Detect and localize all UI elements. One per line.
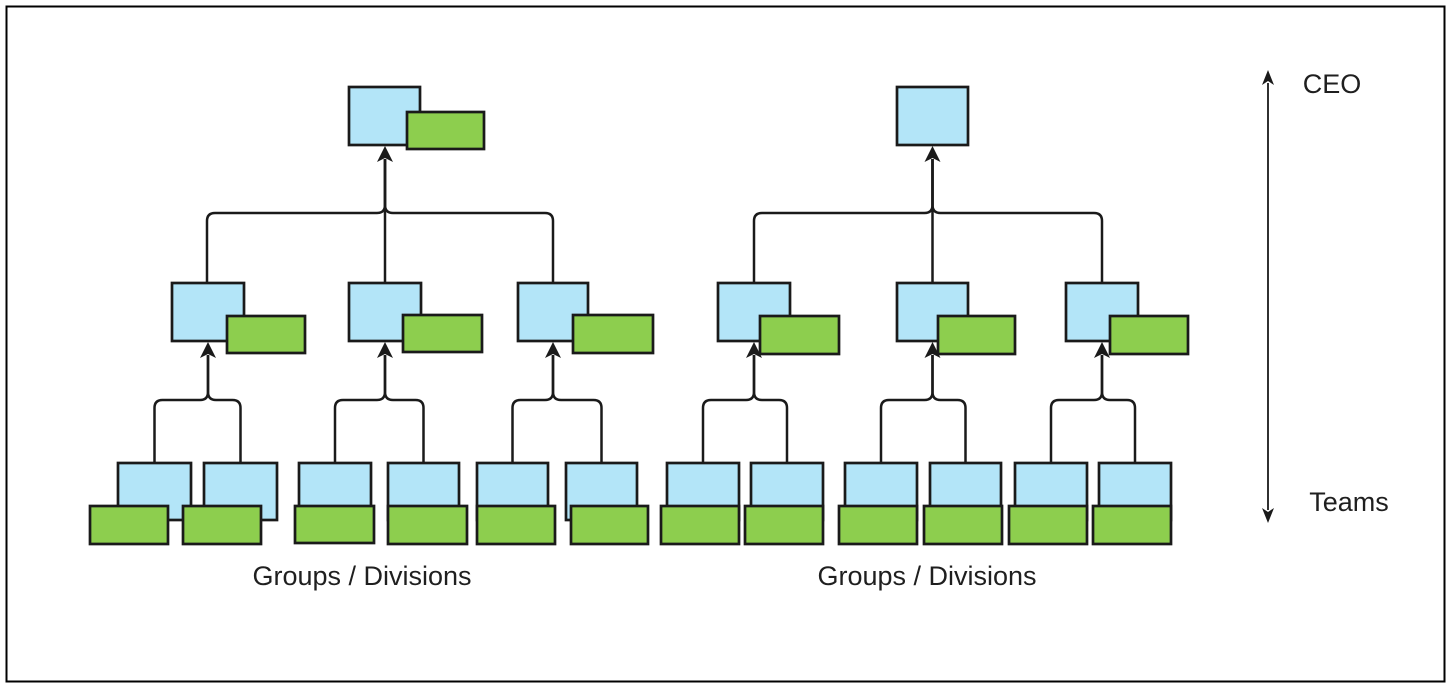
group-box: [386, 504, 469, 546]
org-connector: [153, 355, 210, 463]
group-box: [571, 313, 655, 355]
group-box: [1108, 314, 1190, 356]
org-connector: [931, 355, 967, 463]
up-arrowhead-icon: [377, 342, 393, 358]
org-connector: [1100, 355, 1137, 463]
group-box: [293, 504, 376, 545]
up-arrowhead-icon: [377, 146, 393, 162]
group-box: [225, 314, 307, 355]
org-connector: [206, 355, 242, 463]
group-box: [88, 504, 170, 546]
org-connector: [931, 159, 1104, 283]
org-connector: [752, 355, 789, 463]
group-box: [569, 504, 650, 546]
group-box: [743, 504, 825, 546]
groups-divisions-right-label: Groups / Divisions: [817, 561, 1036, 591]
axis-up-arrowhead-icon: [1262, 70, 1274, 85]
team-box: [895, 85, 970, 147]
group-box: [405, 110, 486, 151]
org-connector: [511, 355, 555, 463]
canvas-border: [5, 5, 1446, 683]
group-box: [758, 314, 841, 356]
axis-down-arrowhead-icon: [1262, 508, 1274, 523]
ceo-label: CEO: [1303, 69, 1362, 99]
up-arrowhead-icon: [746, 342, 762, 358]
org-connector: [701, 355, 756, 463]
group-box: [181, 504, 263, 546]
up-arrowhead-icon: [924, 146, 941, 162]
group-box: [837, 504, 919, 546]
org-connector: [333, 355, 387, 463]
up-arrowhead-icon: [924, 342, 941, 358]
group-box: [1007, 504, 1089, 546]
org-connector: [205, 159, 387, 283]
group-box: [936, 314, 1017, 356]
group-box: [401, 313, 484, 354]
org-connector: [383, 355, 425, 463]
up-arrowhead-icon: [545, 342, 561, 358]
group-box: [1091, 504, 1173, 546]
org-connector: [1049, 355, 1104, 463]
org-connector: [551, 355, 603, 463]
org-connector: [383, 159, 555, 283]
up-arrowhead-icon: [1094, 342, 1110, 358]
org-connector: [879, 355, 934, 463]
teams-label: Teams: [1309, 487, 1389, 517]
groups-divisions-left-label: Groups / Divisions: [252, 561, 471, 591]
up-arrowhead-icon: [200, 342, 216, 358]
group-box: [922, 504, 1004, 546]
group-box: [475, 504, 557, 546]
org-connector: [752, 159, 934, 283]
group-box: [659, 504, 741, 546]
